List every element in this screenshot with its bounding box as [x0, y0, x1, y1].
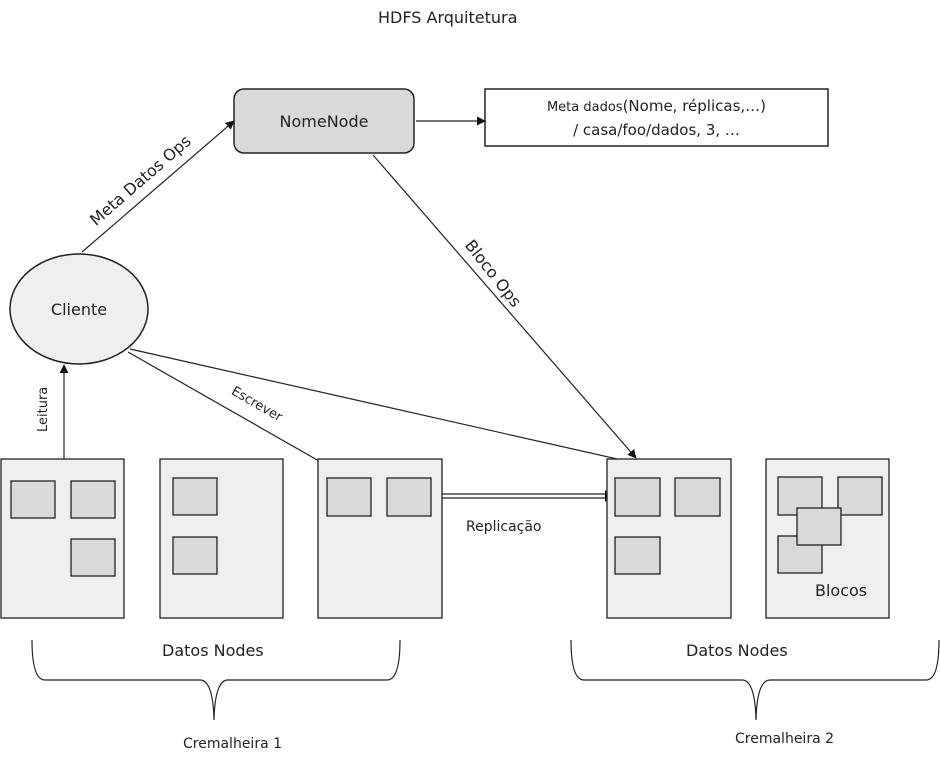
read-label: Leitura: [36, 386, 51, 432]
block: [172, 477, 218, 516]
rack-2-label: Cremalheira 2: [735, 731, 835, 747]
metadata-box: [484, 88, 829, 147]
block: [674, 477, 721, 517]
namenode-label: NomeNode: [279, 111, 369, 131]
metadata-fields: (Nome, réplicas,…): [622, 97, 767, 115]
block: [614, 536, 661, 575]
diagram-title: HDFS Arquitetura: [378, 8, 518, 27]
block: [70, 480, 116, 519]
metadata-prefix: Meta dados: [546, 100, 623, 115]
rack-1-label: Cremalheira 1: [183, 736, 283, 752]
metadata-text: Meta dados(Nome, réplicas,…) / casa/foo/…: [485, 95, 828, 141]
rack-1-nodes-label: Datos Nodes: [162, 641, 264, 660]
write-arrow: [127, 351, 348, 478]
client-ellipse: [9, 253, 149, 365]
rack-1-brace: [31, 639, 401, 721]
block: [70, 538, 116, 577]
metadata-line-2: / casa/foo/dados, 3, …: [573, 121, 740, 139]
rack-2-nodes-label: Datos Nodes: [686, 641, 788, 660]
block-overlapping: [796, 507, 842, 546]
block: [614, 477, 661, 517]
meta-ops-arrow: [81, 120, 235, 253]
replication-label: Replicação: [466, 519, 542, 535]
block: [172, 536, 218, 575]
rack-2-brace: [570, 639, 940, 721]
client-to-rack2-arrow: [129, 348, 698, 480]
block-ops-arrow: [372, 154, 637, 459]
blocks-label: Blocos: [815, 581, 868, 600]
metadata-line-1: Meta dados(Nome, réplicas,…): [485, 95, 828, 119]
client-label: Cliente: [50, 299, 108, 319]
block: [386, 477, 432, 517]
block: [837, 476, 883, 516]
block: [10, 480, 56, 519]
block: [326, 477, 372, 517]
